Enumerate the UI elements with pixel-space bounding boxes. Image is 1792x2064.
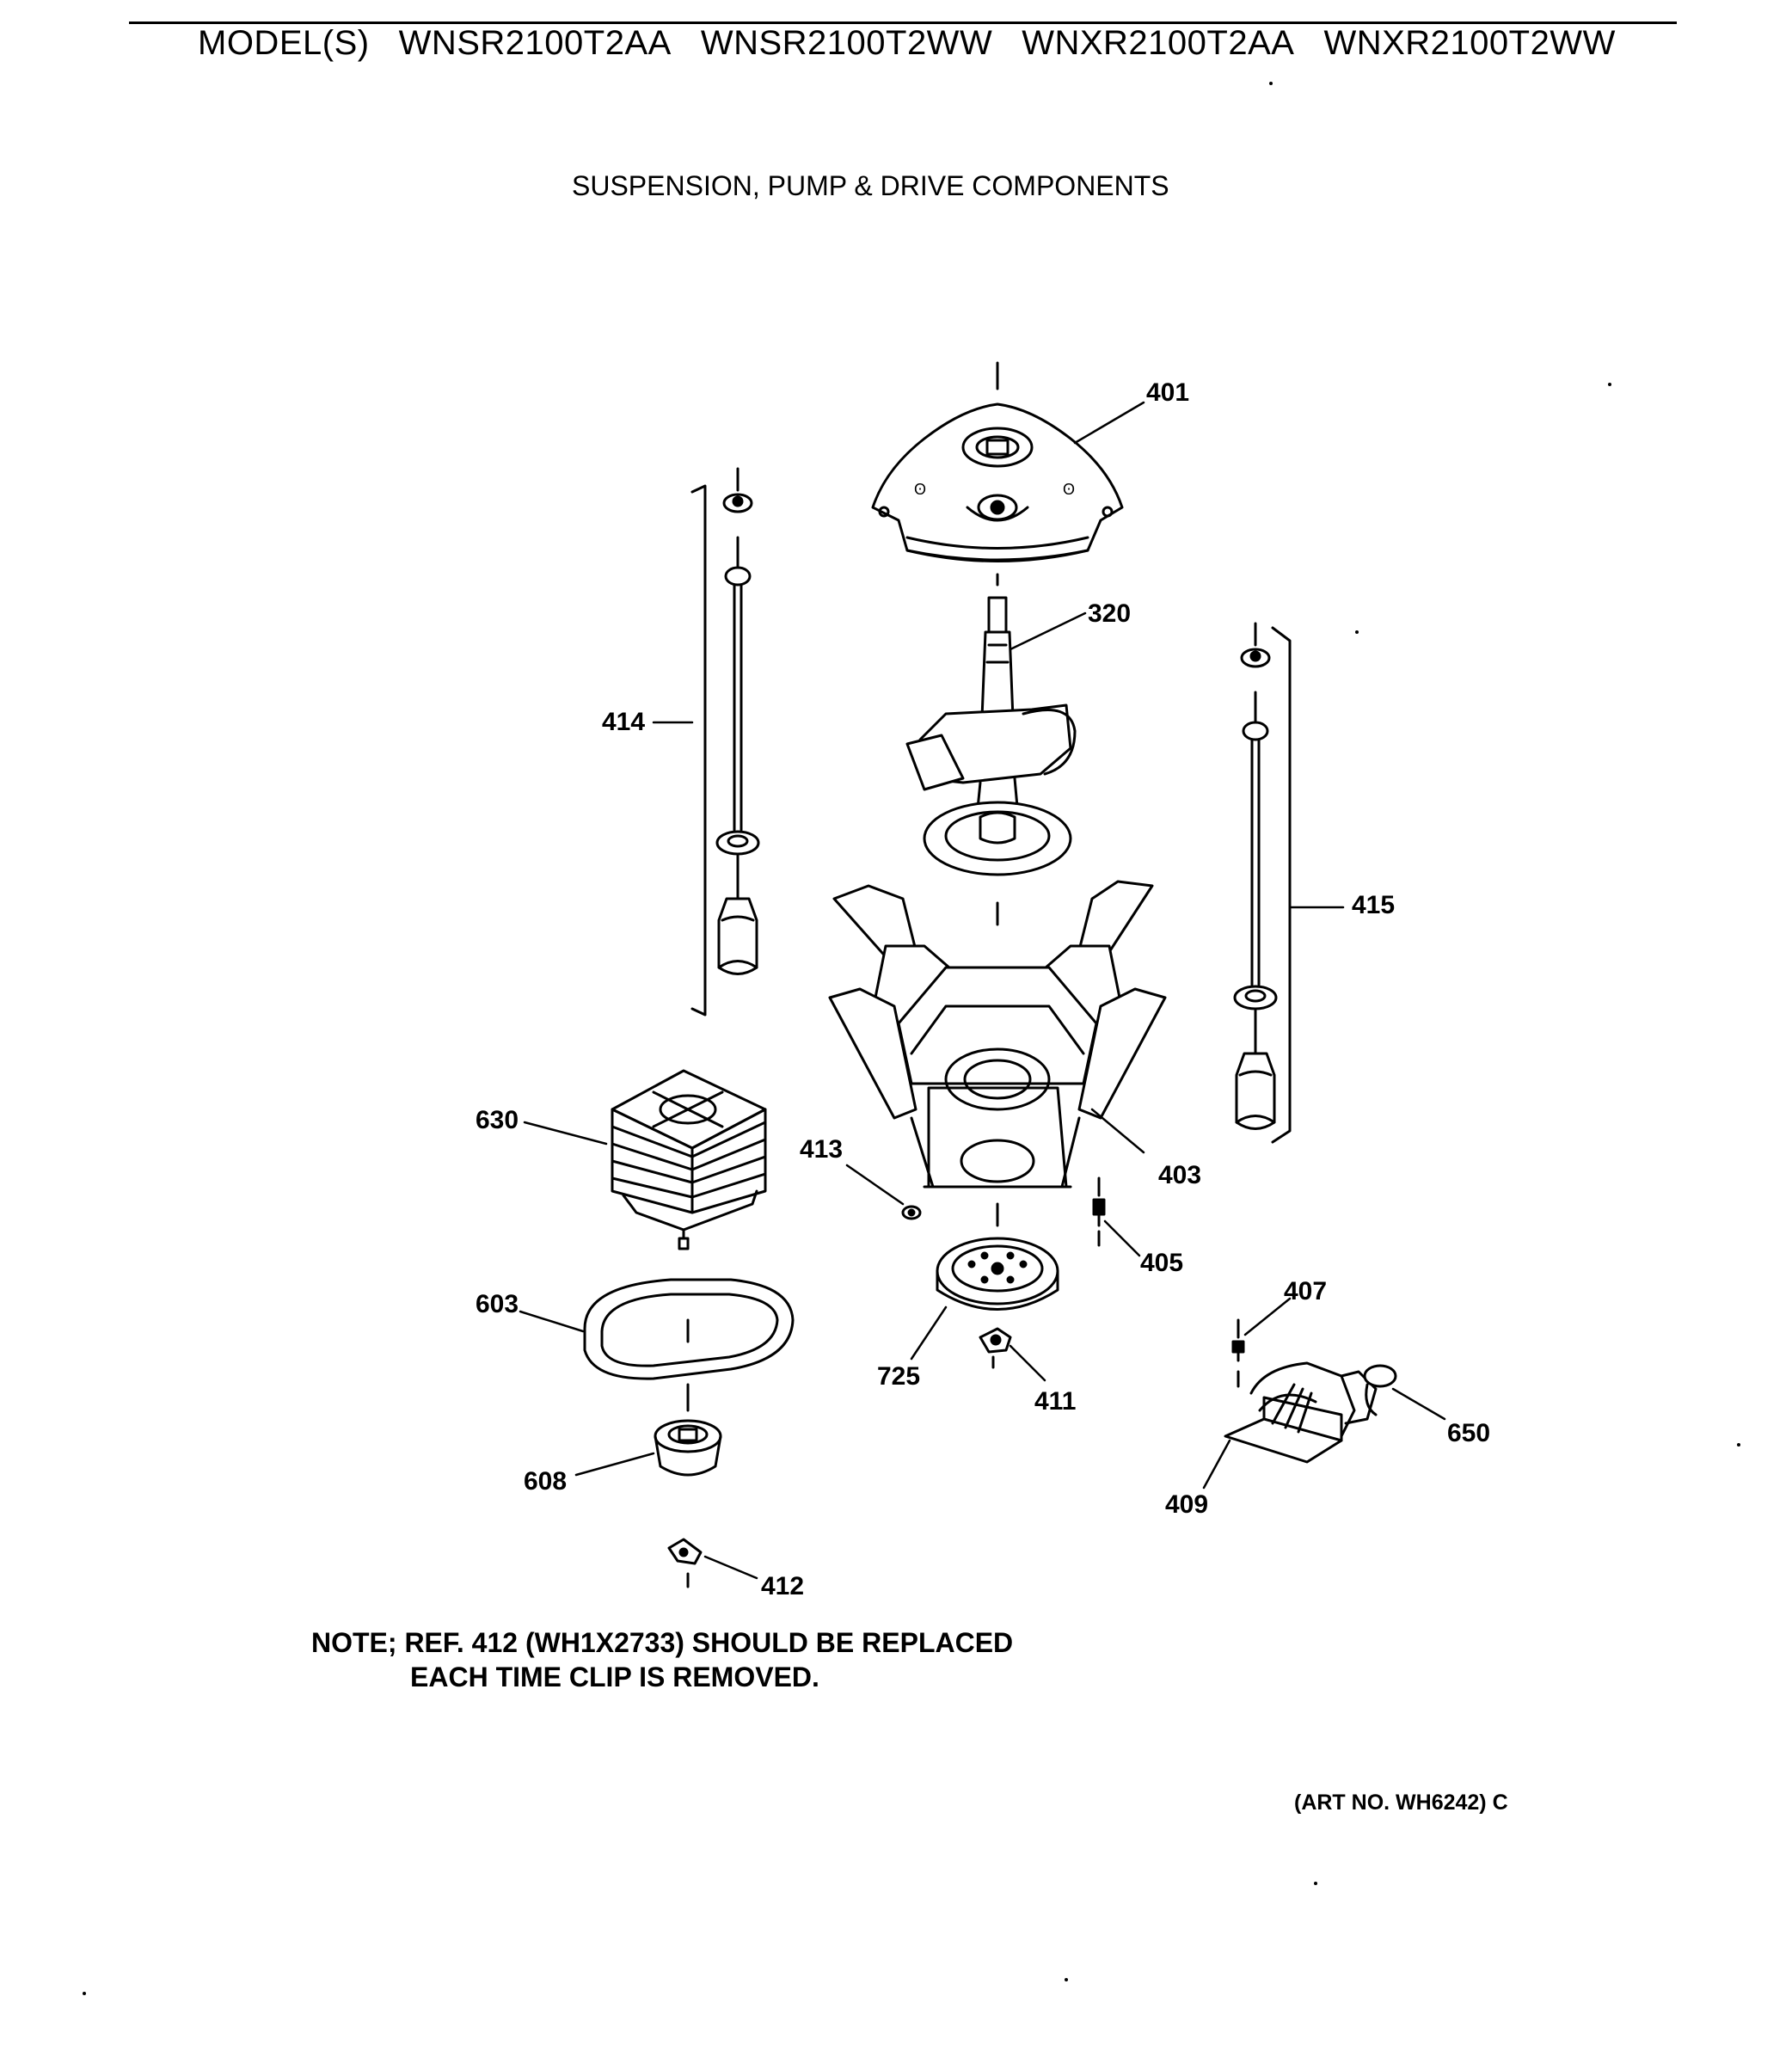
- part-630-motor: [523, 1069, 767, 1250]
- callout-414: 414: [602, 708, 646, 736]
- model-number: WNXR2100T2AA: [1022, 24, 1295, 62]
- part-407-screw: [1231, 1297, 1292, 1388]
- svg-text:ʘ: ʘ: [1063, 481, 1075, 498]
- scan-speck: [1065, 1978, 1068, 1981]
- part-608-motor-pulley: [574, 1419, 722, 1477]
- callout-409: 409: [1165, 1490, 1209, 1519]
- model-list: MODEL(S) WNSR2100T2AA WNSR2100T2WW WNXR2100…: [198, 24, 1645, 63]
- callout-608: 608: [524, 1467, 568, 1496]
- callout-320: 320: [1088, 599, 1132, 628]
- callout-603: 603: [476, 1290, 519, 1318]
- part-412-clip: [667, 1538, 758, 1588]
- part-401-drive-cover: ʘ ʘ: [871, 361, 1145, 587]
- callout-412: 412: [761, 1572, 805, 1600]
- part-413-clip: [845, 1164, 922, 1220]
- callout-650: 650: [1447, 1419, 1491, 1447]
- model-number: WNSR2100T2AA: [398, 24, 672, 62]
- model-number: WNSR2100T2WW: [700, 24, 993, 62]
- part-414-suspension-rod: [652, 467, 760, 1017]
- part-405-bolt: [1092, 1176, 1141, 1257]
- art-number: (ART NO. WH6242) C: [1294, 1791, 1508, 1815]
- part-320-transmission: [905, 596, 1087, 926]
- note-line: EACH TIME CLIP IS REMOVED.: [410, 1662, 819, 1692]
- scan-speck: [1608, 383, 1611, 386]
- svg-text:ʘ: ʘ: [914, 481, 926, 498]
- callout-413: 413: [800, 1135, 844, 1164]
- part-650-pump: [1224, 1361, 1446, 1464]
- scan-speck: [1314, 1882, 1317, 1885]
- diagram-title: SUSPENSION, PUMP & DRIVE COMPONENTS: [572, 170, 1169, 201]
- part-415-suspension-rod: [1233, 622, 1345, 1144]
- callout-725: 725: [877, 1362, 921, 1391]
- model-prefix: MODEL(S): [198, 24, 370, 62]
- callout-411: 411: [1034, 1387, 1077, 1416]
- scan-speck: [1269, 82, 1273, 85]
- note-line: NOTE; REF. 412 (WH1X2733) SHOULD BE REPL…: [311, 1627, 1014, 1658]
- callout-630: 630: [476, 1106, 519, 1134]
- scan-speck: [83, 1992, 86, 1995]
- callout-403: 403: [1158, 1161, 1202, 1189]
- scan-speck: [1737, 1443, 1740, 1447]
- callout-401: 401: [1146, 378, 1190, 407]
- callout-415: 415: [1352, 891, 1396, 919]
- part-403-mounting-bracket: [828, 880, 1167, 1227]
- part-411-nut: [979, 1327, 1046, 1382]
- part-725-pulley: [910, 1237, 1059, 1361]
- scan-speck: [1355, 630, 1359, 634]
- part-603-drive-belt: [519, 1278, 795, 1412]
- callout-405: 405: [1140, 1249, 1184, 1277]
- callout-407: 407: [1284, 1277, 1328, 1305]
- model-number: WNXR2100T2WW: [1323, 24, 1616, 62]
- replacement-note: NOTE; REF. 412 (WH1X2733) SHOULD BE REPL…: [311, 1625, 1013, 1694]
- part-409-pump-bracket: [1202, 1439, 1231, 1490]
- header-rule: [129, 22, 1677, 24]
